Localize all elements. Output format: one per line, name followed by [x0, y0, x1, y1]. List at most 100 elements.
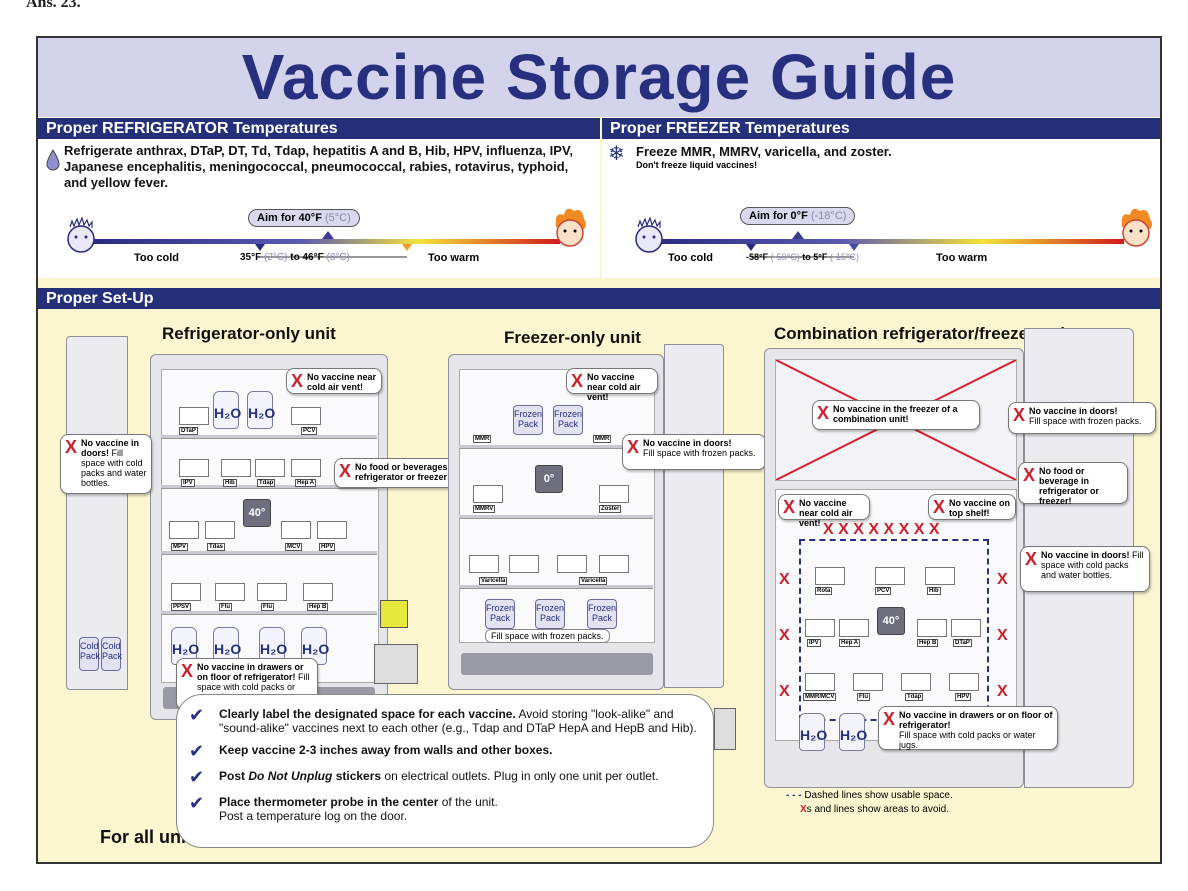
legend-dashed-text: Dashed lines show usable space.	[804, 790, 953, 801]
frozen-pack: Frozen Pack	[485, 599, 515, 629]
cold-face-icon	[635, 217, 663, 253]
fridge-only-door: Cold Pack Cold Pack	[66, 336, 128, 690]
vaccine-box	[257, 583, 287, 601]
checklist-item: ✔ Keep vaccine 2-3 inches away from wall…	[189, 741, 699, 762]
refrigerator-aim-badge: Aim for 40°F (5°C)	[248, 209, 360, 227]
refrigerator-aim-label: Aim for 40°F	[257, 212, 322, 224]
vaccine-label: Zoster	[599, 505, 622, 513]
vaccine-label: DTaP	[179, 427, 198, 435]
vaccine-box	[875, 567, 905, 585]
freezer-temps-heading: Proper FREEZER Temperatures	[602, 118, 1160, 139]
checklist-item-bold: Keep vaccine 2-3 inches away from walls …	[219, 743, 553, 757]
vaccine-box	[179, 459, 209, 477]
vaccine-label: HPV	[955, 693, 972, 701]
vaccine-label: Flu	[219, 603, 232, 611]
checklist-item-bold: stickers	[335, 769, 382, 783]
bubble-text: No vaccine on top shelf!	[949, 498, 1011, 518]
bubble-text: No vaccine near cold air vent!	[587, 372, 641, 402]
vaccine-box	[509, 555, 539, 573]
red-x-mark: X	[997, 627, 1008, 644]
refrigerator-range-low: 35°F	[240, 252, 262, 263]
refrigerator-aim-celsius: (5°C)	[324, 212, 351, 224]
freezer-only-title: Freezer-only unit	[504, 328, 641, 347]
vaccine-label: IPV	[807, 639, 821, 647]
freezer-range-high-c: (-15°C)	[829, 252, 859, 262]
thermometer-icon: 40°	[243, 499, 271, 527]
poster-title: Vaccine Storage Guide	[241, 41, 957, 113]
refrigerator-range-high: to 46°F	[290, 252, 324, 263]
freezer-temps-panel: ❄ Freeze MMR, MMRV, varicella, and zoste…	[602, 139, 1160, 278]
freezer-aim-badge: Aim for 0°F (-18°C)	[740, 207, 856, 225]
red-x-mark: X	[997, 571, 1008, 588]
for-all-checklist: ✔ Clearly label the designated space for…	[176, 694, 714, 848]
checkmark-icon: ✔	[189, 767, 205, 788]
shelf	[459, 445, 653, 449]
bubble-subtext: Fill space with frozen packs.	[1029, 416, 1142, 426]
vaccine-box	[303, 583, 333, 601]
red-x-mark: X	[779, 627, 790, 644]
freezer-aim-celsius: (-18°C)	[810, 210, 847, 222]
red-x-icon: X	[800, 804, 807, 815]
vaccine-box	[205, 521, 235, 539]
freezer-only-cabinet: Frozen Pack Frozen Pack MMR MMR 0° MMRV …	[448, 354, 664, 690]
vaccine-label: Hep A	[295, 479, 317, 487]
vaccine-label: MPV	[171, 543, 189, 551]
vaccine-box	[469, 555, 499, 573]
vaccine-box	[557, 555, 587, 573]
cold-pack: Cold Pack	[79, 637, 100, 671]
vaccine-label: Rota	[815, 587, 833, 595]
vaccine-box	[169, 521, 199, 539]
water-bottle: H₂O	[213, 391, 241, 429]
freezer-vaccines-text: Freeze MMR, MMRV, varicella, and zoster.	[636, 144, 892, 159]
shelf	[459, 515, 653, 519]
vaccine-label: Varicella	[479, 577, 508, 585]
do-not-unplug-sticker-icon	[380, 600, 408, 628]
combo-cabinet: Rota PCV Hib 40° IPV Hep A Hep B DTaP MM…	[764, 348, 1024, 788]
refrigerator-range-high-c: (8°C)	[326, 252, 350, 263]
vaccine-box	[215, 583, 245, 601]
vaccine-label: MMR	[473, 435, 492, 443]
vaccine-label: Hep A	[839, 639, 861, 647]
checklist-item-bold: Clearly label the designated space for e…	[219, 707, 516, 721]
vaccine-label: Varicella	[579, 577, 608, 585]
refrigerator-too-warm: Too warm	[428, 252, 480, 264]
freezer-fill-note: Fill space with frozen packs.	[485, 629, 610, 643]
freezer-temperature-scale	[654, 231, 1124, 258]
checklist-item-text: Avoid storing "look-alike" and "sound-al…	[219, 707, 697, 735]
refrigerator-temperature-scale	[90, 231, 560, 258]
checkmark-icon: ✔	[189, 705, 205, 726]
freezer-aim-label: Aim for 0°F	[749, 210, 808, 222]
vaccine-box	[281, 521, 311, 539]
vaccine-label: DTaP	[953, 639, 972, 647]
vaccine-label: Tdap	[905, 693, 924, 701]
vaccine-label: Tdas	[207, 543, 226, 551]
bubble-subtext: Fill space with cold packs and water bot…	[1041, 550, 1144, 580]
bubble-text: No vaccine in doors!	[81, 438, 140, 458]
checklist-item: ✔ Place thermometer probe in the center …	[189, 793, 699, 823]
frozen-pack: Frozen Pack	[535, 599, 565, 629]
refrigerator-too-cold: Too cold	[134, 252, 180, 264]
bubble-text: No food or beverages in refrigerator or …	[355, 462, 459, 482]
freezer-too-cold: Too cold	[668, 252, 714, 264]
setup-heading: Proper Set-Up	[38, 288, 1160, 309]
vaccine-box	[805, 673, 835, 691]
checklist-item-bold: Place thermometer probe in the center	[219, 795, 439, 809]
freezer-range-low: -58°F	[746, 252, 769, 262]
vaccine-label: PCV	[301, 427, 318, 435]
water-bottle: H₂O	[799, 713, 827, 751]
freezer-too-warm: Too warm	[936, 252, 988, 264]
vaccine-label: MMR/MCV	[803, 693, 837, 701]
checkmark-icon: ✔	[189, 793, 205, 814]
bubble-text: No food or beverage in refrigerator or f…	[1039, 466, 1100, 506]
vaccine-box	[255, 459, 285, 477]
vaccine-label: PCV	[875, 587, 892, 595]
dashed-line-icon: - - -	[786, 790, 802, 801]
frozen-pack: Frozen Pack	[513, 405, 543, 435]
vaccine-storage-poster: Vaccine Storage Guide Proper REFRIGERATO…	[36, 36, 1162, 864]
